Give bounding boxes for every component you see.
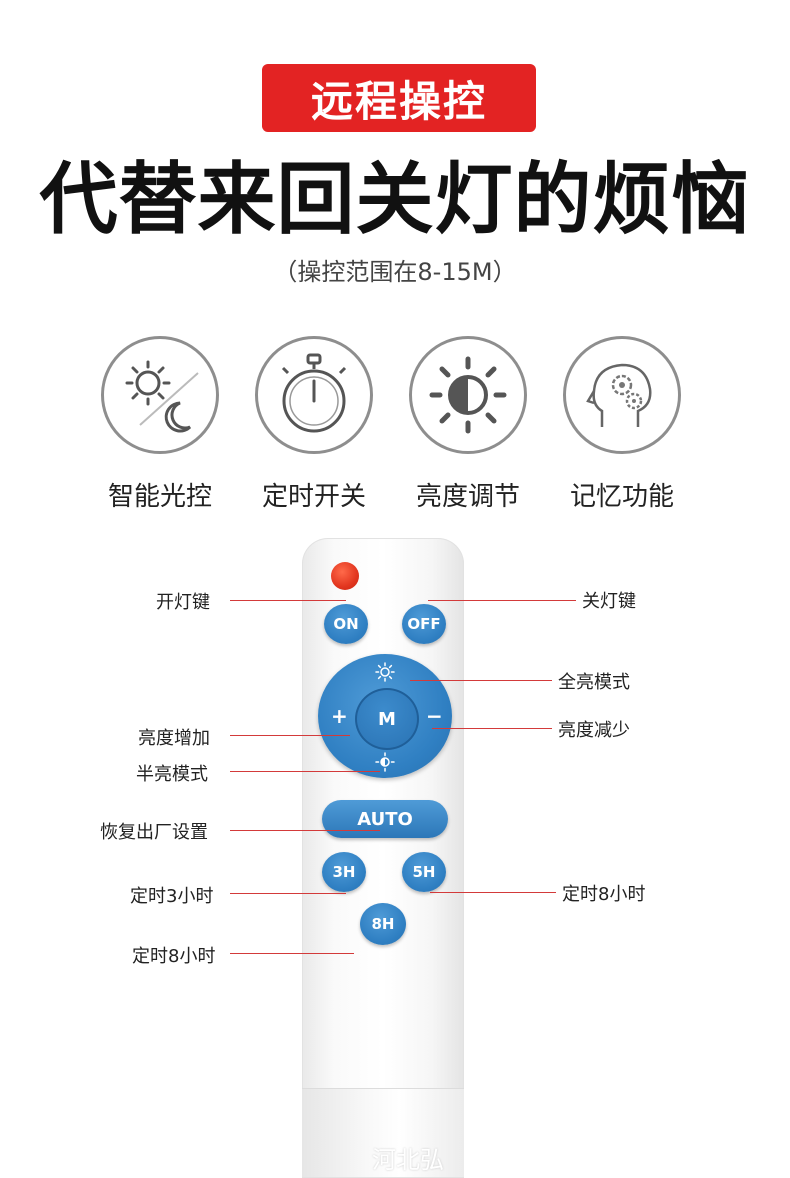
callout-on-key: 开灯键 [156,592,210,613]
auto-reset-button[interactable]: AUTO [322,800,448,838]
callout-brightness-up: 亮度增加 [138,728,210,749]
half-bright-icon[interactable] [375,752,395,772]
feature-label: 智能光控 [107,482,212,512]
off-button[interactable]: OFF [402,604,446,644]
callout-full-bright: 全亮模式 [558,672,630,693]
timer-8h-button[interactable]: 8H [360,903,406,945]
stopwatch-icon [255,336,373,454]
on-button[interactable]: ON [324,604,368,644]
remote-control-base [302,1088,464,1177]
feature-brightness: 亮度调节 [408,336,528,513]
leader-line [230,735,350,736]
brightness-icon [409,336,527,454]
feature-timer: 定时开关 [254,336,374,513]
brightness-up-button[interactable]: + [331,704,348,728]
brain-gear-icon [563,336,681,454]
leader-line [430,892,556,893]
mode-button[interactable]: M [355,688,419,750]
feature-light-control: 智能光控 [100,336,220,513]
title-badge-label: 远程操控 [310,76,487,126]
callout-timer-8h-right: 定时8小时 [562,884,646,905]
callout-timer-3h: 定时3小时 [130,886,214,907]
brightness-down-button[interactable]: − [426,704,443,728]
range-subtitle: （操控范围在8-15M） [273,258,517,286]
feature-memory: 记忆功能 [562,336,682,513]
callout-off-key: 关灯键 [582,591,636,612]
title-badge: 远程操控 [262,64,536,132]
full-bright-icon[interactable] [375,662,395,682]
page-headline: 代替来回关灯的烦恼 [39,155,751,245]
leader-line [230,953,354,954]
leader-line [230,830,380,831]
leader-line [230,893,346,894]
indicator-led [331,562,359,590]
sun-moon-icon [101,336,219,454]
leader-line [230,600,346,601]
watermark-text: 河北弘 [372,1146,444,1174]
feature-label: 记忆功能 [569,482,674,512]
callout-factory-reset: 恢复出厂设置 [100,822,208,843]
callout-half-bright: 半亮模式 [136,764,208,785]
timer-3h-button[interactable]: 3H [322,852,366,892]
leader-line [230,771,380,772]
feature-label: 定时开关 [261,482,366,512]
callout-brightness-down: 亮度减少 [558,720,630,741]
feature-label: 亮度调节 [415,482,520,512]
leader-line [428,600,576,601]
leader-line [410,680,552,681]
callout-timer-8h-left: 定时8小时 [132,946,216,967]
timer-5h-button[interactable]: 5H [402,852,446,892]
leader-line [432,728,552,729]
